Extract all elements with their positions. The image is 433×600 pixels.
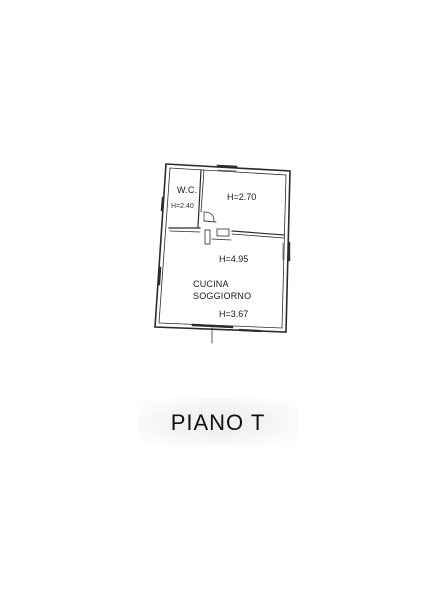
entrance-bottom [191, 323, 234, 344]
floor-title: PIANO T [170, 410, 266, 435]
floor-title-box: PIANO T [138, 398, 298, 446]
window-top [216, 164, 238, 172]
height-label-kitchen-secondary: H=3.67 [219, 309, 249, 319]
room-label-kitchen-line1: CUCINA [193, 279, 229, 289]
wall-horizontal-partition [168, 227, 285, 239]
window-right [282, 241, 291, 262]
door-partition [204, 228, 232, 245]
height-label-kitchen: H=4.95 [219, 254, 249, 264]
height-label-wc: H=2.40 [171, 203, 194, 210]
window-left-wc [160, 196, 165, 212]
door-wc [203, 211, 217, 223]
height-label-room: H=2.70 [227, 192, 257, 202]
room-label-wc: W.C. [177, 185, 198, 195]
room-label-kitchen-line2: SOGGIORNO [193, 291, 252, 301]
window-bottom-right [238, 328, 262, 333]
wall-wc-partition [197, 169, 205, 228]
window-left-kitchen [157, 266, 162, 286]
outer-wall [154, 163, 291, 333]
